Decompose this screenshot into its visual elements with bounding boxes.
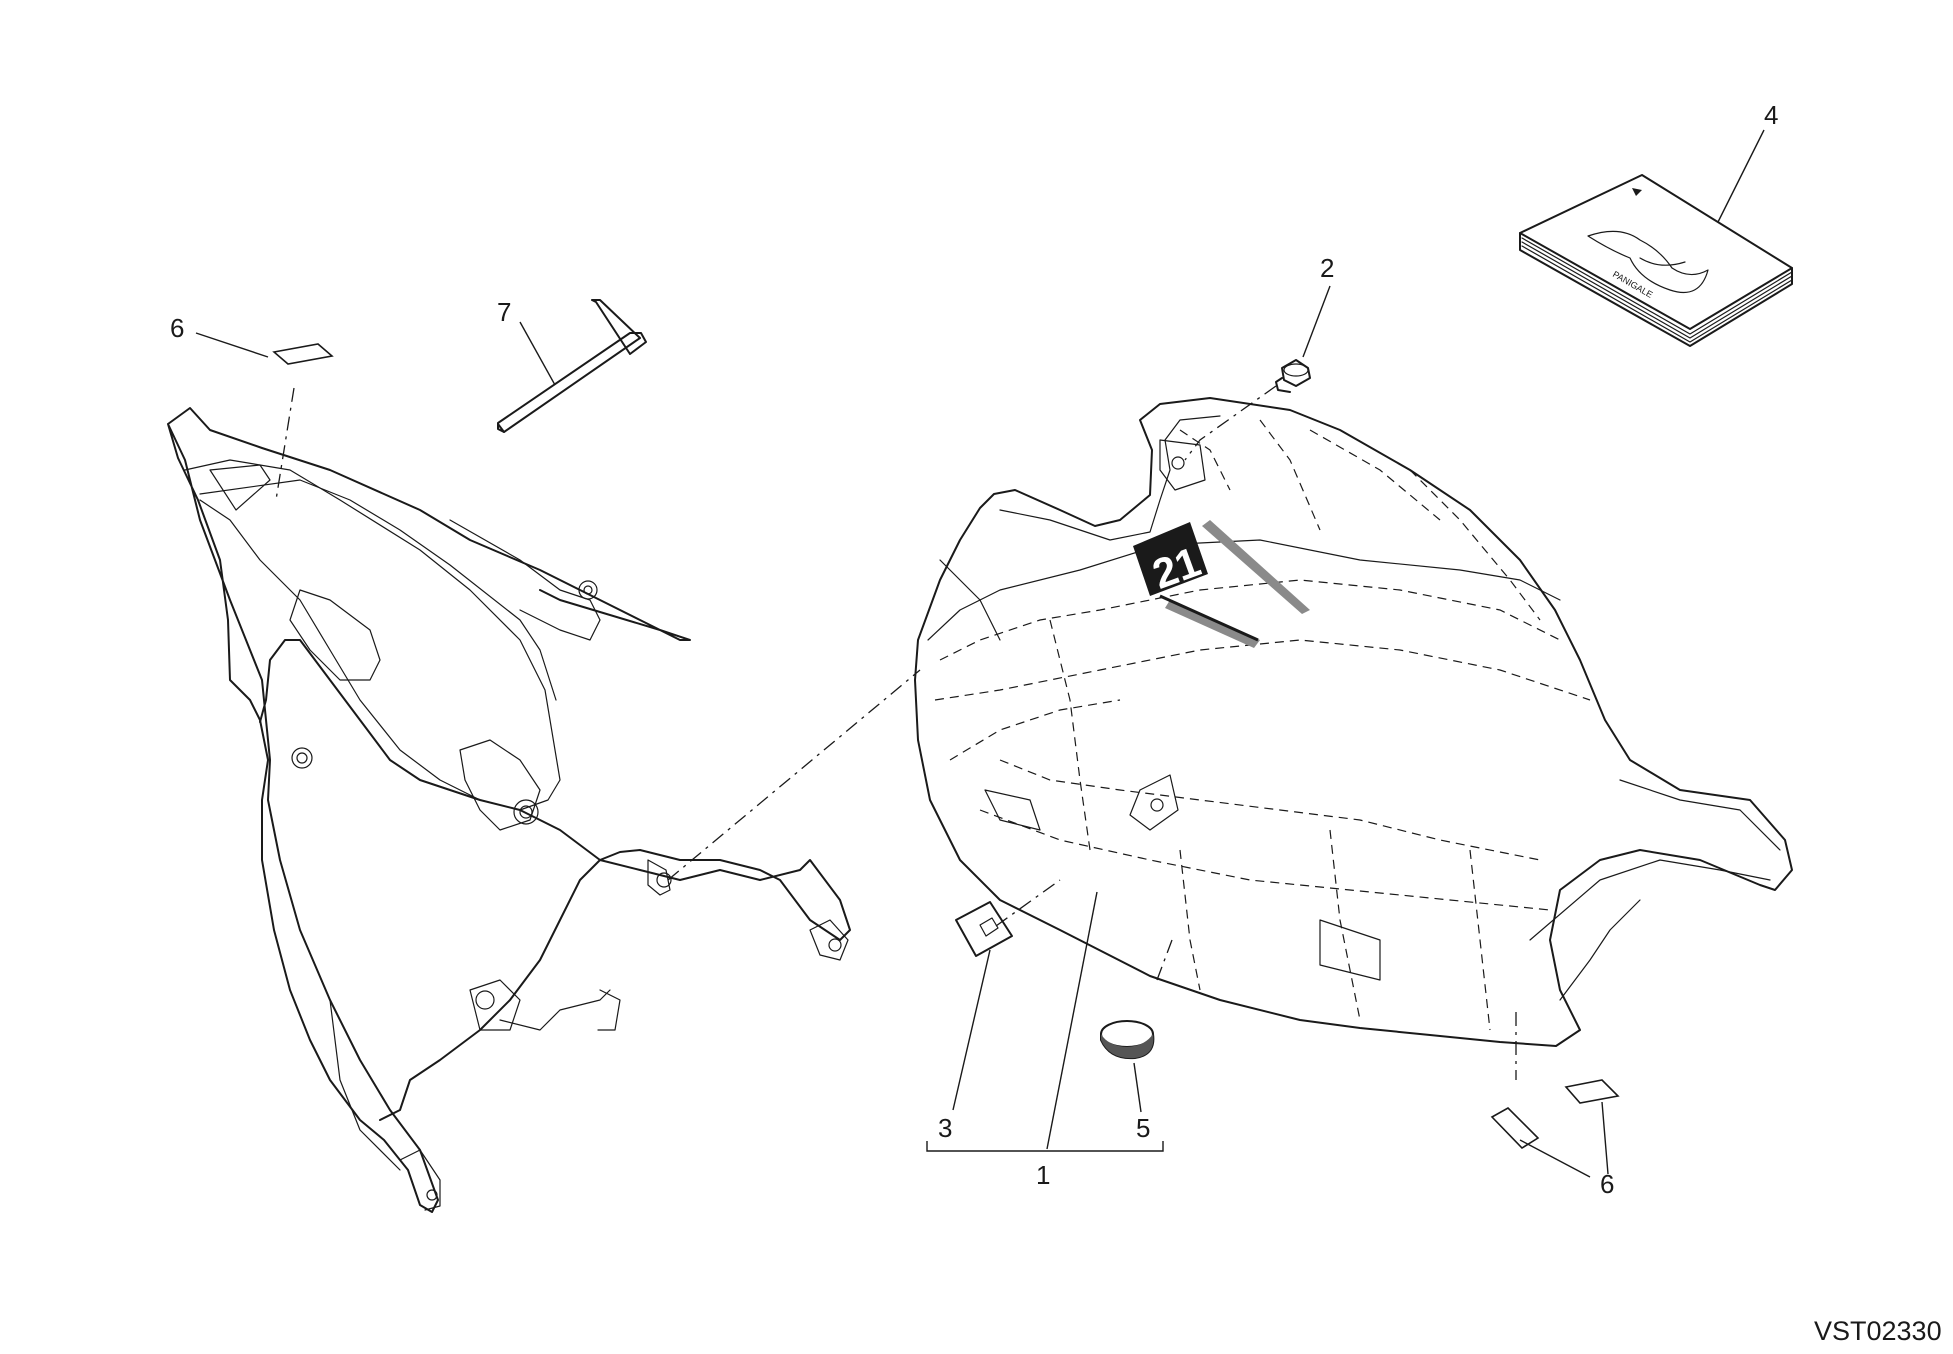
leader-lines [195, 129, 1765, 1178]
pad-right-upper-part [1564, 1079, 1620, 1104]
callout-3: 3 [938, 1113, 952, 1143]
allen-key-part [497, 299, 647, 433]
callout-7: 7 [497, 297, 511, 327]
callout-1: 1 [1036, 1160, 1050, 1190]
rubber-pad-part [1100, 1020, 1155, 1060]
callout-4: 4 [1764, 100, 1778, 130]
callout-2: 2 [1320, 253, 1334, 283]
pad-right-lower-part [1490, 1107, 1540, 1150]
callout-5: 5 [1136, 1113, 1150, 1143]
booklet-cover-text: PANIGALE [1611, 269, 1654, 300]
drawing-code: VST02330 [1814, 1316, 1942, 1346]
owner-booklet-part: PANIGALE [1519, 174, 1793, 347]
callout-6-right: 6 [1600, 1169, 1614, 1199]
insert-part [955, 901, 1013, 957]
assembly-lines [275, 385, 1517, 1080]
pad-left-part [272, 343, 334, 365]
screw-part [1275, 359, 1311, 393]
callout-6-left: 6 [170, 313, 184, 343]
seat-part: 21 [914, 397, 1793, 1047]
rear-tail-subframe [167, 407, 851, 1213]
seat-number-graphic: 21 [1133, 520, 1310, 648]
